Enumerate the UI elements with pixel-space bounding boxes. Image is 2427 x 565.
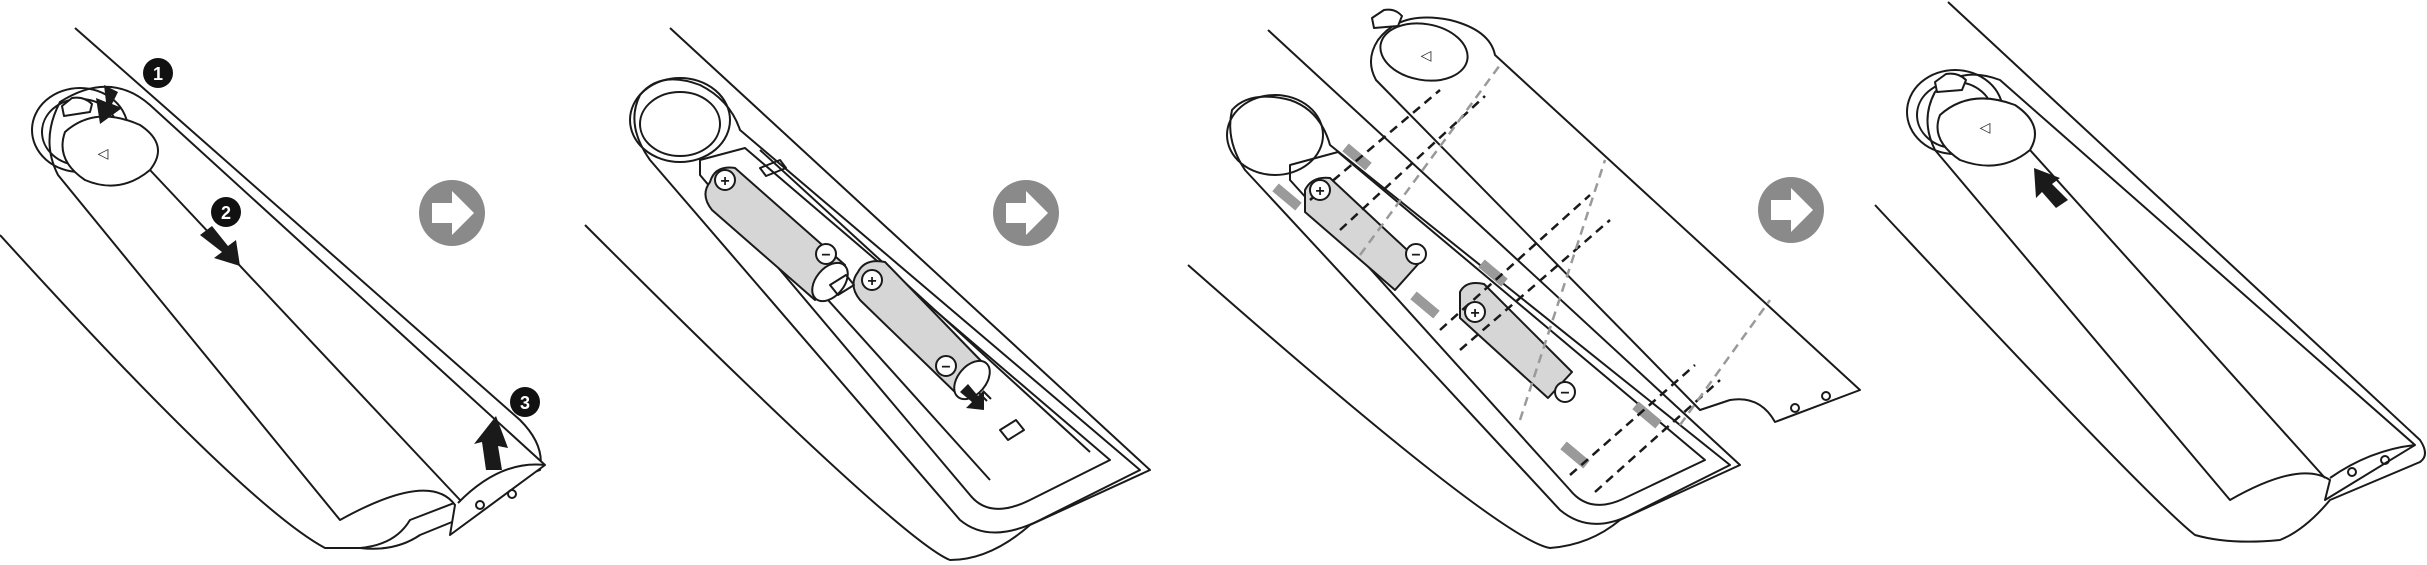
contact-plate	[1272, 183, 1302, 211]
svg-text:−: −	[1411, 247, 1420, 264]
cover-side-seam	[149, 169, 461, 501]
down-arrow-icon	[96, 85, 122, 124]
contact-plate	[1410, 291, 1440, 319]
contact-plate	[1560, 441, 1590, 469]
remote-body-outline	[1187, 29, 1741, 549]
svg-text:3: 3	[520, 393, 530, 413]
svg-text:+: +	[720, 173, 729, 190]
callout-step-3: 3	[510, 387, 540, 417]
remote-body-outline	[0, 27, 542, 549]
polarity-mark: −	[815, 243, 837, 265]
cover-mark: ◁	[98, 145, 109, 161]
svg-text:−: −	[821, 247, 830, 264]
polarity-mark: +	[1464, 301, 1486, 323]
svg-text:−: −	[1560, 385, 1569, 402]
svg-text:+: +	[867, 273, 876, 290]
cover-screw-hole	[1790, 403, 1800, 413]
latch-ring	[629, 77, 731, 163]
step-panel-remove-cover	[0, 27, 546, 550]
svg-text:−: −	[941, 359, 950, 376]
polarity-mark: −	[935, 355, 957, 377]
battery	[704, 166, 849, 303]
battery-compartment-inner	[1289, 151, 1706, 506]
svg-text:+: +	[1470, 305, 1479, 322]
cover-screw-hole	[475, 500, 485, 510]
polarity-mark: −	[1554, 381, 1576, 403]
compartment-tab	[759, 159, 787, 177]
battery-cover	[1370, 16, 1861, 423]
up-arrow-icon	[474, 416, 508, 470]
battery	[1304, 176, 1421, 291]
battery-cover-end-curve	[457, 463, 546, 504]
svg-text:2: 2	[221, 203, 231, 223]
cover-side-seam	[2029, 149, 2326, 479]
cover-latch-tab	[61, 96, 93, 117]
right-arrow-circle-icon	[419, 180, 485, 246]
svg-text:+: +	[1315, 183, 1324, 200]
battery-compartment-inner	[699, 147, 1111, 510]
step-panel-align-cover	[1187, 8, 1861, 549]
polarity-mark: +	[861, 269, 883, 291]
insert-arrow-icon	[960, 384, 984, 410]
latch-ring-inner	[639, 91, 721, 157]
cover-screw-hole	[1821, 391, 1831, 401]
diagonal-arrow-icon	[200, 226, 240, 266]
cover-oval-plate	[1936, 97, 2036, 167]
contact-plate	[1632, 401, 1662, 429]
latch-ring	[1226, 94, 1324, 176]
polarity-mark: +	[1309, 179, 1331, 201]
cover-oval-plate	[1379, 22, 1469, 82]
cover-screw-hole	[2347, 467, 2357, 477]
polarity-mark: +	[714, 169, 736, 191]
cover-latch-tab	[1934, 72, 1967, 93]
remote-body-outline	[584, 27, 1151, 561]
right-arrow-circle-icon	[993, 180, 1059, 246]
compartment-rail	[759, 149, 1091, 453]
callout-step-2: 2	[211, 197, 241, 227]
contact-plate	[1478, 259, 1508, 287]
compartment-tab	[829, 274, 855, 296]
svg-text:1: 1	[153, 64, 163, 84]
callout-step-1: 1	[143, 58, 173, 88]
remote-body-outline	[1874, 1, 2426, 543]
remote-body-bottom-edge	[359, 521, 453, 550]
cover-latch-tab	[1371, 8, 1403, 29]
cover-end-curve	[2329, 444, 2416, 479]
step-panel-slide-cover-closed	[1874, 1, 2426, 543]
cover-mark: ◁	[1421, 47, 1432, 63]
slide-in-arrow-icon	[2034, 168, 2068, 208]
contact-plate	[1342, 143, 1372, 171]
cover-screw-hole	[2380, 455, 2390, 465]
polarity-mark: −	[1405, 243, 1427, 265]
right-arrow-circle-icon	[1758, 177, 1824, 243]
cover-mark: ◁	[1980, 119, 1991, 135]
compartment-tab	[999, 419, 1025, 441]
step-panel-insert-batteries	[584, 27, 1151, 561]
cover-screw-hole	[507, 489, 517, 499]
